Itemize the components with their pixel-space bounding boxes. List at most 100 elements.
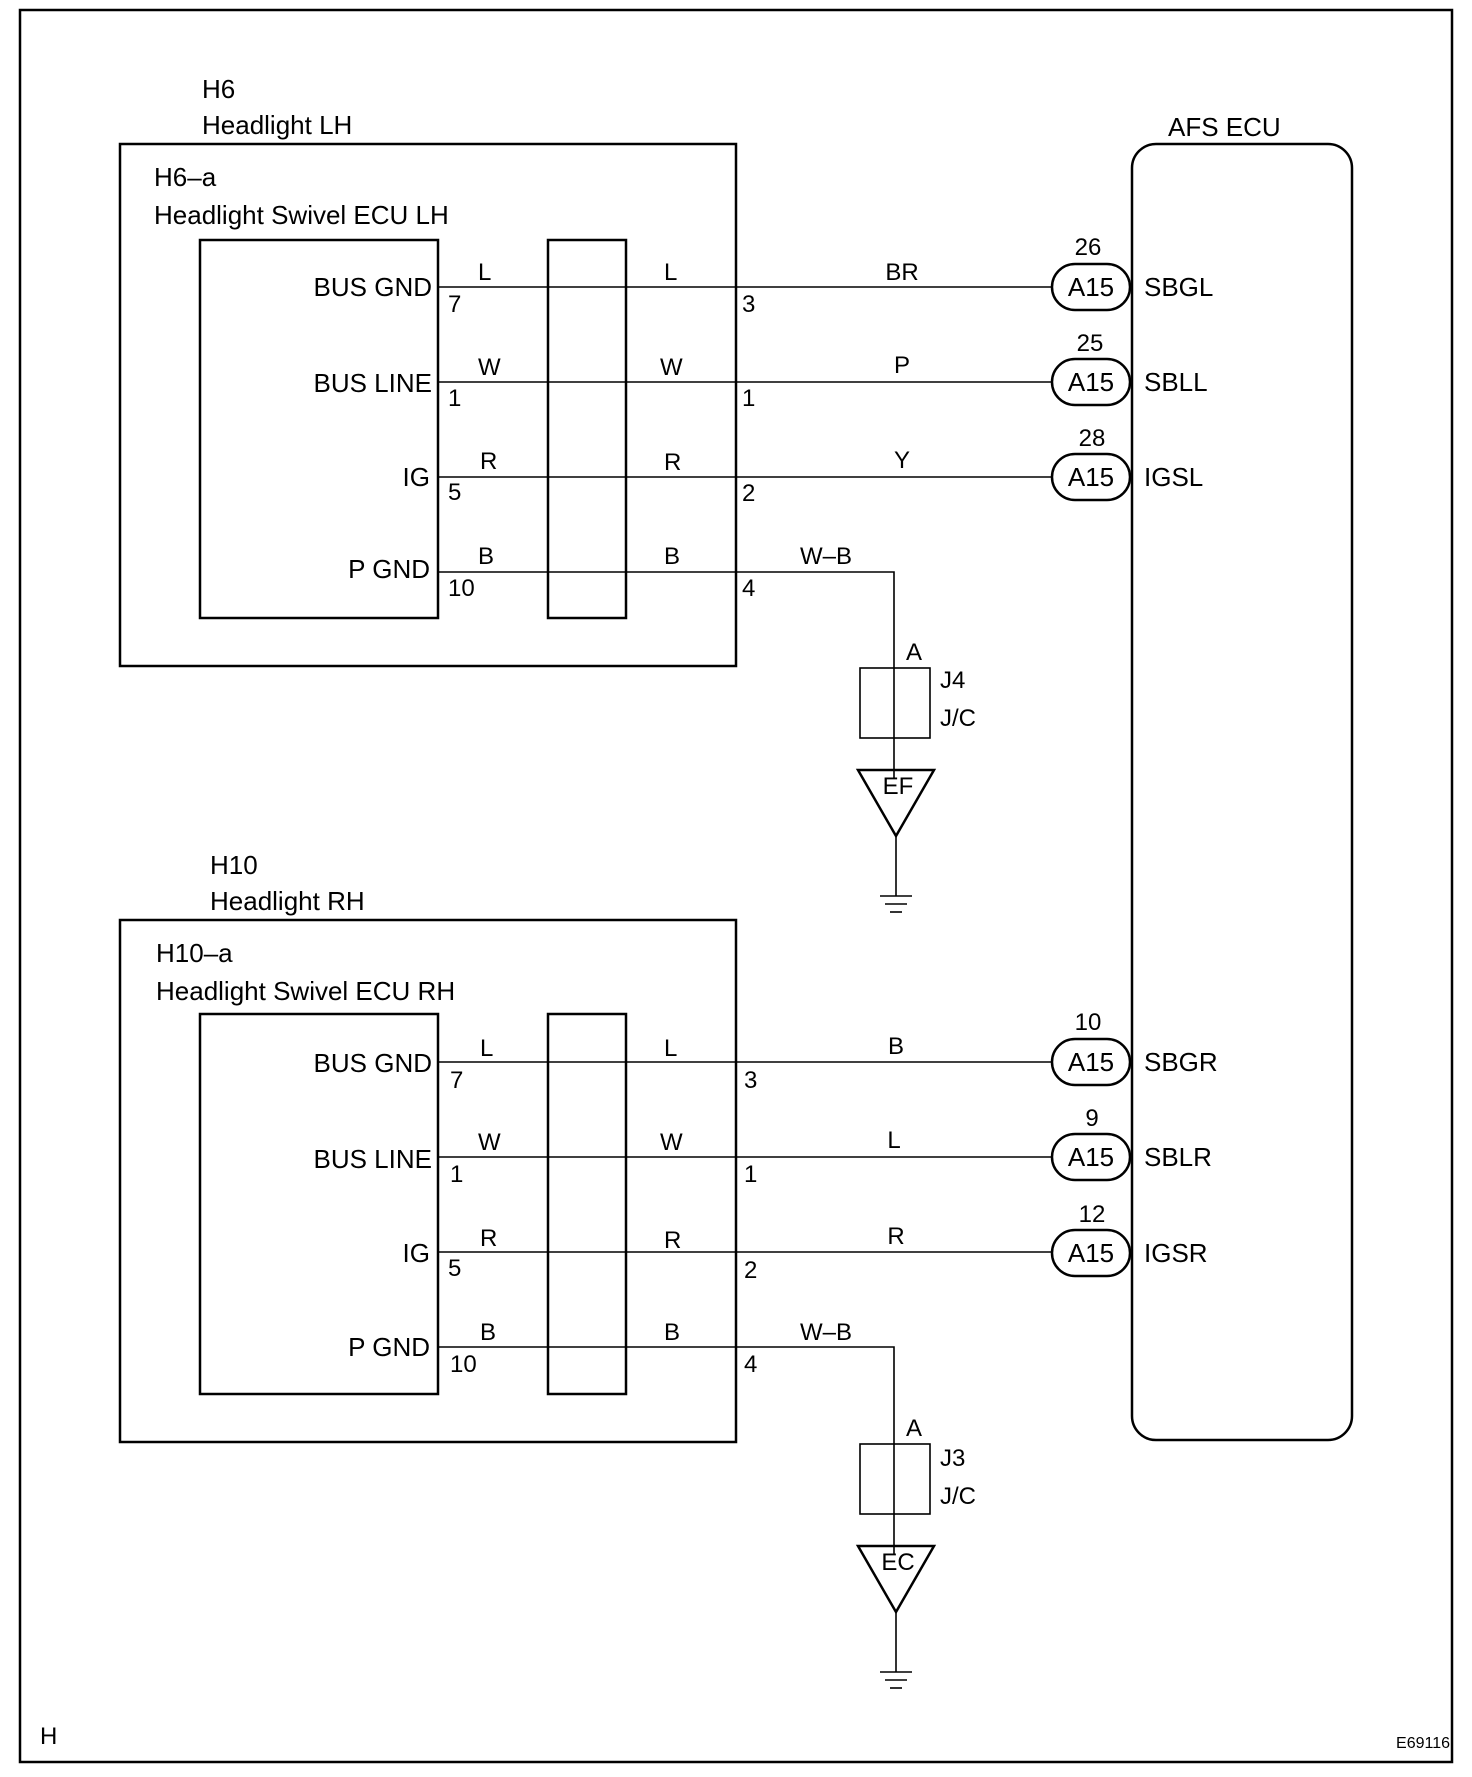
svg-text:EF: EF xyxy=(883,773,914,800)
svg-text:EC: EC xyxy=(881,1549,914,1576)
svg-text:IGSL: IGSL xyxy=(1144,462,1203,492)
left-wire-bus-line: BUS LINE W 1 W 1 P xyxy=(314,352,1052,412)
svg-text:W: W xyxy=(660,1129,683,1156)
corner-label: H xyxy=(40,1723,57,1750)
svg-text:R: R xyxy=(480,448,497,475)
svg-text:SBLR: SBLR xyxy=(1144,1142,1212,1172)
svg-text:B: B xyxy=(664,1319,680,1346)
svg-text:W–B: W–B xyxy=(800,1319,852,1346)
svg-text:A15: A15 xyxy=(1068,272,1114,302)
svg-text:1: 1 xyxy=(742,385,755,412)
svg-text:A15: A15 xyxy=(1068,1238,1114,1268)
ecu-terminal-sbll: 25 A15 SBLL xyxy=(1050,330,1208,407)
svg-text:5: 5 xyxy=(448,1255,461,1282)
svg-text:IG: IG xyxy=(403,462,430,492)
svg-text:10: 10 xyxy=(448,575,475,602)
svg-text:IG: IG xyxy=(403,1238,430,1268)
svg-text:W–B: W–B xyxy=(800,543,852,570)
svg-text:A: A xyxy=(906,639,922,666)
svg-text:R: R xyxy=(480,1225,497,1252)
ecu-terminal-sbgr: 10 A15 SBGR xyxy=(1050,1009,1218,1087)
right-unit-box xyxy=(118,918,738,1444)
right-wire-p-gnd: P GND B 10 B 4 W–B xyxy=(348,1319,895,1554)
svg-text:BR: BR xyxy=(885,259,918,286)
left-wire-ig: IG R 5 R 2 Y xyxy=(403,447,1052,507)
svg-text:W: W xyxy=(478,1129,501,1156)
svg-text:L: L xyxy=(664,259,677,286)
svg-text:P GND: P GND xyxy=(348,554,430,584)
afs-ecu-title: AFS ECU xyxy=(1168,112,1281,142)
svg-text:L: L xyxy=(664,1035,677,1062)
svg-text:SBLL: SBLL xyxy=(1144,367,1208,397)
svg-text:1: 1 xyxy=(448,385,461,412)
right-sub-code: H10–a xyxy=(156,938,233,968)
ecu-terminal-igsr: 12 A15 IGSR xyxy=(1050,1201,1208,1278)
svg-text:IGSR: IGSR xyxy=(1144,1238,1208,1268)
svg-text:10: 10 xyxy=(450,1351,477,1378)
svg-text:26: 26 xyxy=(1075,234,1102,261)
svg-text:BUS GND: BUS GND xyxy=(314,1048,432,1078)
left-junction-j4: A J4 J/C xyxy=(859,639,976,739)
svg-text:10: 10 xyxy=(1075,1009,1102,1036)
svg-text:7: 7 xyxy=(448,291,461,318)
svg-text:J/C: J/C xyxy=(940,705,976,732)
svg-text:P GND: P GND xyxy=(348,1332,430,1362)
svg-text:12: 12 xyxy=(1079,1201,1106,1228)
left-swivel-ecu-box xyxy=(198,238,440,620)
svg-text:A15: A15 xyxy=(1068,1047,1114,1077)
right-junction-j3: A J3 J/C xyxy=(859,1415,976,1515)
svg-text:J/C: J/C xyxy=(940,1483,976,1510)
figure-id: E69116 xyxy=(1396,1735,1450,1752)
outer-frame xyxy=(18,8,1454,1764)
svg-text:B: B xyxy=(480,1319,496,1346)
svg-text:7: 7 xyxy=(450,1067,463,1094)
left-unit-code: H6 xyxy=(202,74,235,104)
ecu-terminal-sblr: 9 A15 SBLR xyxy=(1050,1105,1212,1182)
svg-text:3: 3 xyxy=(744,1067,757,1094)
svg-text:W: W xyxy=(660,354,683,381)
svg-text:BUS GND: BUS GND xyxy=(314,272,432,302)
right-wire-ig: IG R 5 R 2 R xyxy=(403,1223,1052,1284)
svg-text:R: R xyxy=(887,1223,904,1250)
svg-text:B: B xyxy=(664,543,680,570)
svg-text:9: 9 xyxy=(1085,1105,1098,1132)
svg-text:B: B xyxy=(888,1033,904,1060)
svg-text:J4: J4 xyxy=(940,667,965,694)
svg-text:J3: J3 xyxy=(940,1445,965,1472)
right-connector-block xyxy=(546,1012,628,1396)
svg-text:1: 1 xyxy=(744,1161,757,1188)
right-ground-ec: EC xyxy=(855,1544,937,1689)
svg-text:5: 5 xyxy=(448,479,461,506)
svg-text:R: R xyxy=(664,449,681,476)
right-unit-name: Headlight RH xyxy=(210,886,365,916)
svg-text:B: B xyxy=(478,543,494,570)
left-wire-p-gnd: P GND B 10 B 4 W–B xyxy=(348,543,895,778)
svg-text:SBGR: SBGR xyxy=(1144,1047,1218,1077)
svg-text:2: 2 xyxy=(742,480,755,507)
svg-text:W: W xyxy=(478,354,501,381)
svg-text:A: A xyxy=(906,1415,922,1442)
svg-text:A15: A15 xyxy=(1068,462,1114,492)
svg-text:4: 4 xyxy=(744,1351,757,1378)
svg-text:3: 3 xyxy=(742,291,755,318)
ecu-terminal-igsl: 28 A15 IGSL xyxy=(1050,425,1203,502)
svg-text:A15: A15 xyxy=(1068,367,1114,397)
right-unit-code: H10 xyxy=(210,850,258,880)
right-swivel-ecu-box xyxy=(198,1012,440,1396)
svg-text:BUS LINE: BUS LINE xyxy=(314,368,433,398)
svg-text:L: L xyxy=(478,259,491,286)
right-wire-bus-gnd: BUS GND L 7 L 3 B xyxy=(314,1033,1052,1094)
left-connector-block xyxy=(546,238,628,620)
svg-text:Y: Y xyxy=(894,447,910,474)
svg-text:2: 2 xyxy=(744,1257,757,1284)
svg-text:28: 28 xyxy=(1079,425,1106,452)
svg-text:BUS LINE: BUS LINE xyxy=(314,1144,433,1174)
left-ground-ef: EF xyxy=(855,768,937,913)
right-wire-bus-line: BUS LINE W 1 W 1 L xyxy=(314,1127,1052,1188)
left-wire-bus-gnd: BUS GND L 7 L 3 BR xyxy=(314,259,1052,318)
left-unit-box xyxy=(118,142,738,668)
svg-text:P: P xyxy=(894,352,910,379)
right-headlight-unit: H10 Headlight RH H10–a Headlight Swivel … xyxy=(118,850,738,1444)
